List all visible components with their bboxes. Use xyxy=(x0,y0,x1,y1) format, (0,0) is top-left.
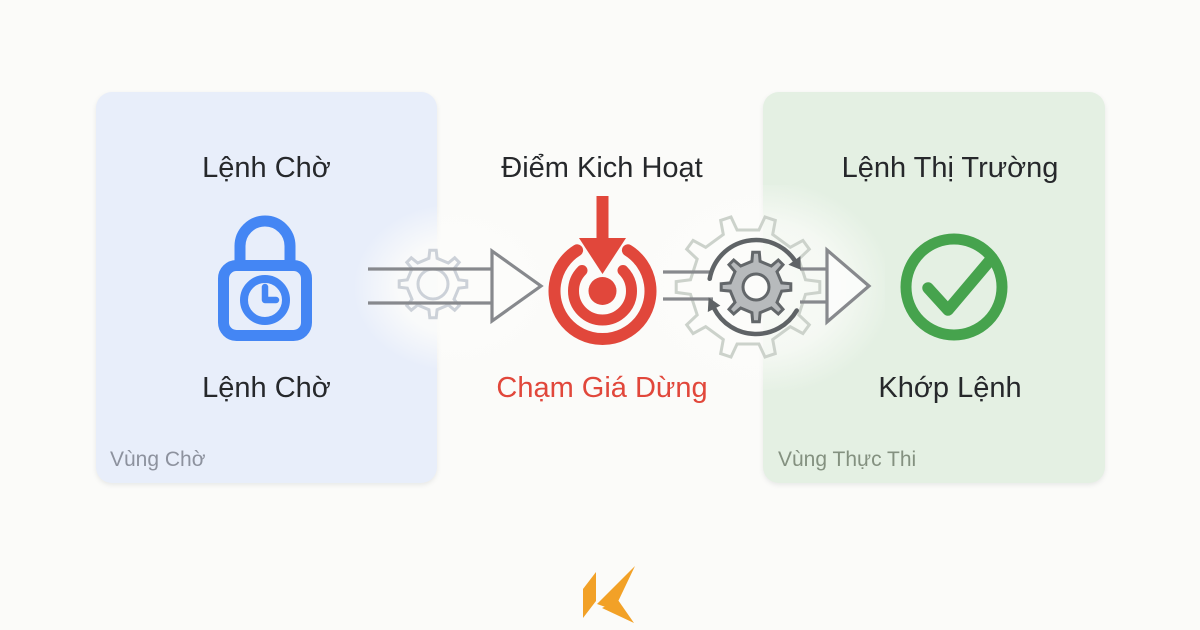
target-trigger-icon xyxy=(548,196,657,345)
flow-arrow-right-icon xyxy=(663,246,872,326)
lock-clock-icon xyxy=(218,215,312,341)
waiting-panel-caption: Lệnh Chờ xyxy=(202,372,331,404)
gear-large-outline-icon xyxy=(674,215,822,359)
execution-panel-caption: Khớp Lệnh xyxy=(878,372,1022,404)
flow-arrow-left-icon xyxy=(368,247,544,325)
execution-panel-title: Lệnh Thị Trường xyxy=(841,152,1059,184)
trigger-title: Điểm Kich Hoạt xyxy=(501,152,703,184)
trigger-caption: Chạm Giá Dừng xyxy=(496,372,708,404)
check-circle-icon xyxy=(900,233,1008,341)
execution-zone-label: Vùng Thực Thi xyxy=(778,448,917,471)
gear-left-outline-icon xyxy=(397,248,469,320)
k-logo xyxy=(583,566,635,623)
rotation-arrows-icon xyxy=(707,237,801,337)
waiting-zone-label: Vùng Chờ xyxy=(110,448,206,471)
gear-filled-icon xyxy=(719,250,793,324)
waiting-panel-title: Lệnh Chờ xyxy=(202,152,331,184)
